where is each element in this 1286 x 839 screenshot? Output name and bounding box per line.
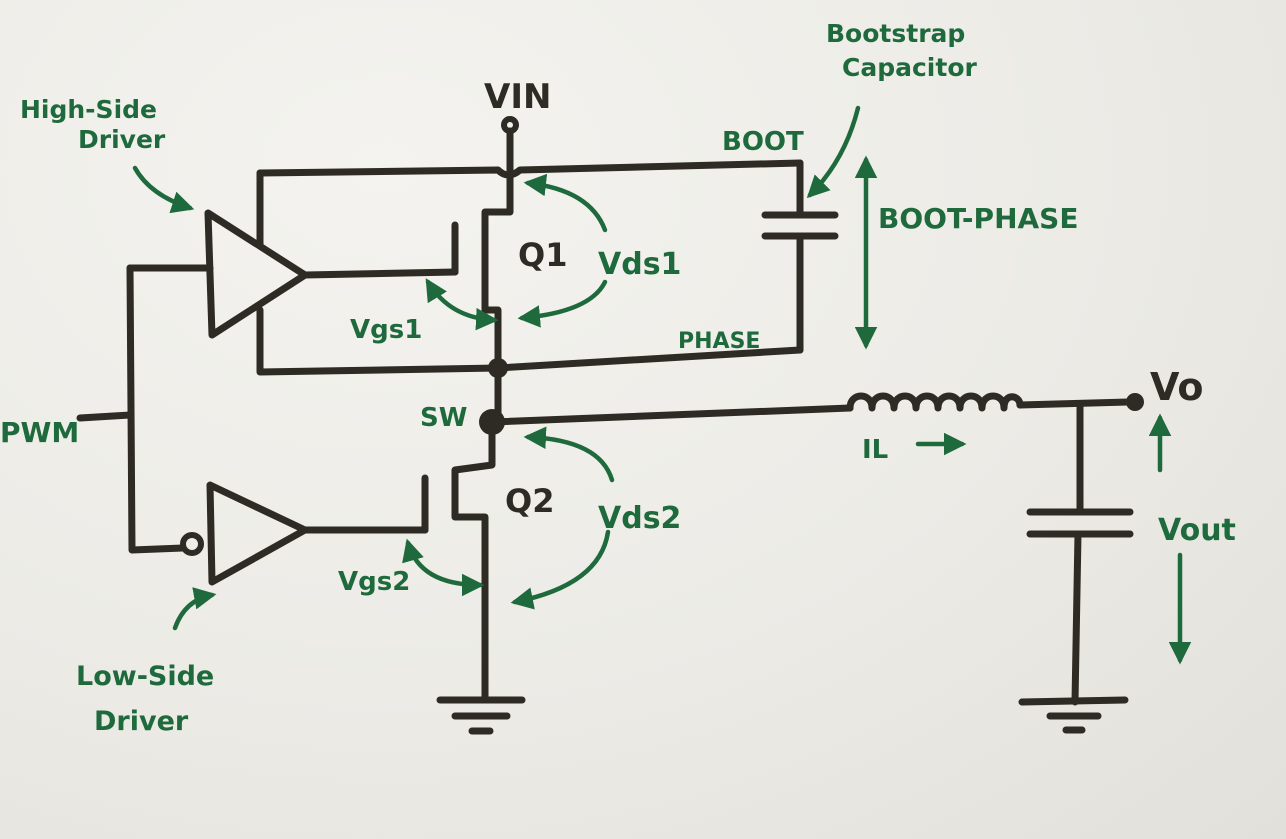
phase-node-dot — [488, 358, 508, 378]
low-side-pointer-arrow — [172, 587, 217, 631]
phase-label: PHASE — [678, 329, 760, 354]
vgs1-label: Vgs1 — [350, 315, 422, 345]
output-wire — [1016, 398, 1132, 409]
vds1-label: Vds1 — [598, 247, 681, 282]
vgs2-label: Vgs2 — [338, 567, 410, 597]
vds1-arrow-top — [523, 173, 608, 233]
bootstrap-label-line1: Bootstrap — [826, 19, 965, 48]
sw-to-inductor-wire — [488, 404, 854, 426]
q1-drain-source — [481, 166, 514, 424]
out-cap-bottom-lead — [1071, 530, 1082, 706]
high-side-pointer-arrow — [132, 165, 195, 214]
vout-label: Vout — [1158, 513, 1236, 548]
q1-label: Q1 — [518, 236, 567, 274]
vds1-arrow-bottom — [517, 279, 608, 328]
text-labels: VIN BOOT Bootstrap Capacitor BOOT-PHASE … — [0, 19, 1236, 737]
vds2-arrow-bottom — [510, 529, 611, 610]
pwm-bus — [126, 264, 187, 554]
vin-label: VIN — [484, 77, 551, 117]
inductor-coil — [846, 392, 1024, 412]
sw-label: SW — [420, 403, 467, 433]
low-side-driver-symbol — [206, 481, 309, 586]
vgs2-arrow — [402, 538, 485, 597]
q1-gate-wire — [301, 268, 459, 279]
low-side-driver-label-line2: Driver — [94, 706, 189, 737]
out-ground-bar1 — [1018, 696, 1129, 706]
vds2-arrow-top — [523, 426, 615, 483]
high-side-driver-symbol — [204, 209, 309, 339]
bootstrap-pointer-arrow — [806, 105, 861, 199]
annotation-arrows — [132, 105, 1192, 665]
boot-label: BOOT — [722, 127, 804, 157]
vo-terminal — [1126, 393, 1144, 411]
low-side-inverter-bubble — [180, 532, 204, 556]
boot-rail — [256, 159, 804, 179]
q2-label: Q2 — [505, 482, 554, 520]
low-side-driver-label-line1: Low-Side — [76, 661, 214, 692]
vgs1-arrow — [425, 278, 499, 331]
phase-rail — [256, 306, 804, 376]
bootstrap-label-line2: Capacitor — [842, 53, 977, 82]
vo-label: Vo — [1150, 365, 1203, 409]
vds2-label: Vds2 — [598, 501, 681, 536]
pwm-label: PWM — [0, 416, 79, 449]
high-side-driver-label-line1: High-Side — [20, 95, 157, 124]
il-label: IL — [862, 435, 888, 465]
high-side-driver-label-line2: Driver — [78, 125, 166, 154]
q2-drain-source — [451, 418, 496, 704]
pwm-input-wire — [76, 411, 134, 422]
boot-phase-label: BOOT-PHASE — [878, 202, 1078, 235]
